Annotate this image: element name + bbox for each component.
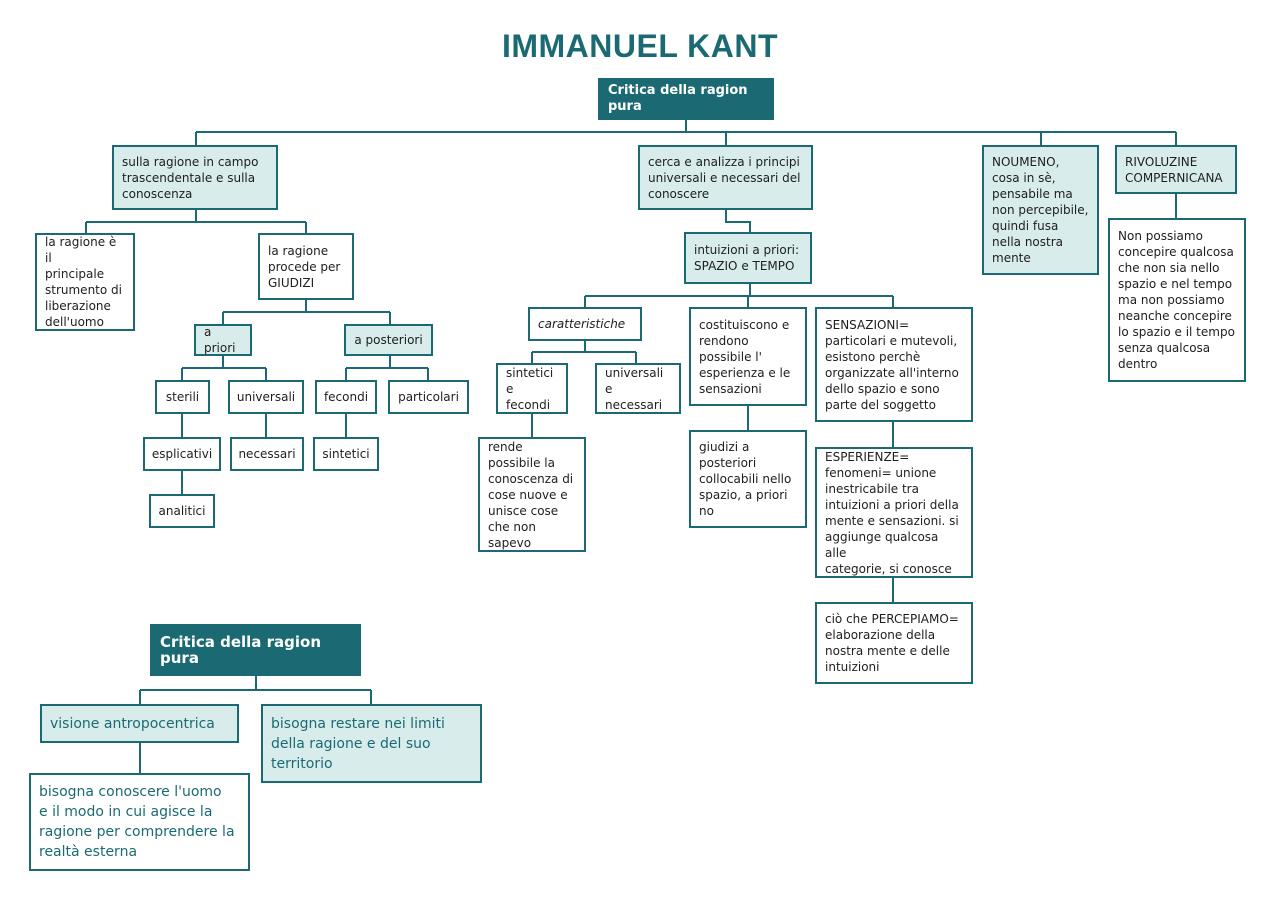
node-giudizi: la ragione procede per GIUDIZI <box>258 233 354 300</box>
node-noumeno: NOUMENO, cosa in sè, pensabile ma non pe… <box>982 145 1099 275</box>
node-label: la ragione procede per GIUDIZI <box>268 243 341 290</box>
node-label: particolari <box>398 390 459 404</box>
node-label: intuizioni a priori: SPAZIO e TEMPO <box>694 243 800 273</box>
node-non-possiamo: Non possiamo concepire qualcosa che non … <box>1108 218 1246 382</box>
node-sensazioni: SENSAZIONI= particolari e mutevoli, esis… <box>815 307 973 422</box>
node-label: ESPERIENZE= fenomeni= unione inestricabi… <box>825 449 959 576</box>
node-rende-possibile: rende possibile la conoscenza di cose nu… <box>478 437 586 552</box>
node-label: analitici <box>158 504 206 518</box>
node-label: universali <box>236 390 296 404</box>
page-title: IMMANUEL KANT <box>501 28 779 64</box>
node-label: costituiscono e rendono possibile l' esp… <box>699 317 791 396</box>
root-node-label: Critica della ragion pura <box>608 83 748 114</box>
node-label: a posteriori <box>354 333 423 347</box>
node-label: necessari <box>238 447 296 461</box>
node-particolari: particolari <box>388 380 469 414</box>
root-node-critica: Critica della ragion pura <box>598 78 774 120</box>
node-fecondi: fecondi <box>315 380 377 414</box>
node-caratteristiche: caratteristiche <box>528 307 642 341</box>
node-label: rende possibile la conoscenza di cose nu… <box>488 439 574 550</box>
node-ragione-trascendentale: sulla ragione in campo trascendentale e … <box>112 145 278 210</box>
node-label: visione antropocentrica <box>50 715 215 732</box>
node-sintetici-fecondi: sintetici e fecondi <box>496 363 568 414</box>
node-label: sintetici e fecondi <box>506 365 554 412</box>
node-label: bisogna conoscere l'uomo e il modo in cu… <box>39 784 235 860</box>
node-giudizi-collocabili: giudizi a posteriori collocabili nello s… <box>689 430 807 528</box>
node-esplicativi: esplicativi <box>143 437 221 471</box>
node-label: esplicativi <box>151 447 213 461</box>
node-label: la ragione è il principale strumento di … <box>45 235 122 329</box>
node-label: RIVOLUZINE COMPERNICANA <box>1125 154 1223 185</box>
node-label: SENSAZIONI= particolari e mutevoli, esis… <box>825 317 959 412</box>
node-label: sulla ragione in campo trascendentale e … <box>122 154 259 201</box>
node-label: Non possiamo concepire qualcosa che non … <box>1118 229 1235 371</box>
node-label: fecondi <box>323 390 369 404</box>
node-a-priori: a priori <box>194 324 252 356</box>
node-conoscere-uomo: bisogna conoscere l'uomo e il modo in cu… <box>29 773 250 871</box>
node-costituiscono: costituiscono e rendono possibile l' esp… <box>689 307 807 406</box>
node-liberazione: la ragione è il principale strumento di … <box>35 233 135 331</box>
node-sterili: sterili <box>155 380 210 414</box>
node-label: universali e necessari <box>605 365 664 412</box>
node-limiti: bisogna restare nei limiti della ragione… <box>261 704 482 783</box>
node-a-posteriori: a posteriori <box>344 324 433 356</box>
node-analitici: analitici <box>149 494 215 528</box>
node-label: giudizi a posteriori collocabili nello s… <box>699 440 792 518</box>
bottom-root-label: Critica della ragion pura <box>160 633 322 667</box>
node-sintetici: sintetici <box>313 437 379 471</box>
node-label: ciò che PERCEPIAMO= elaborazione della n… <box>825 612 959 674</box>
bottom-root-critica: Critica della ragion pura <box>150 624 361 676</box>
node-label: sterili <box>165 390 200 404</box>
node-rivoluzione: RIVOLUZINE COMPERNICANA <box>1115 145 1237 194</box>
node-label: bisogna restare nei limiti della ragione… <box>271 715 445 772</box>
node-necessari: necessari <box>230 437 304 471</box>
node-label: cerca e analizza i principi universali e… <box>648 154 801 201</box>
node-principi: cerca e analizza i principi universali e… <box>638 145 813 210</box>
node-label: caratteristiche <box>538 317 626 331</box>
node-percepiamo: ciò che PERCEPIAMO= elaborazione della n… <box>815 602 973 684</box>
node-label: a priori <box>204 325 236 355</box>
node-intuizioni: intuizioni a priori: SPAZIO e TEMPO <box>684 232 812 284</box>
node-universali-necessari: universali e necessari <box>595 363 681 414</box>
node-universali: universali <box>228 380 304 414</box>
node-label: NOUMENO, cosa in sè, pensabile ma non pe… <box>992 155 1089 265</box>
node-label: sintetici <box>322 447 370 461</box>
node-antropocentrica: visione antropocentrica <box>40 704 239 743</box>
node-esperienze: ESPERIENZE= fenomeni= unione inestricabi… <box>815 447 973 578</box>
